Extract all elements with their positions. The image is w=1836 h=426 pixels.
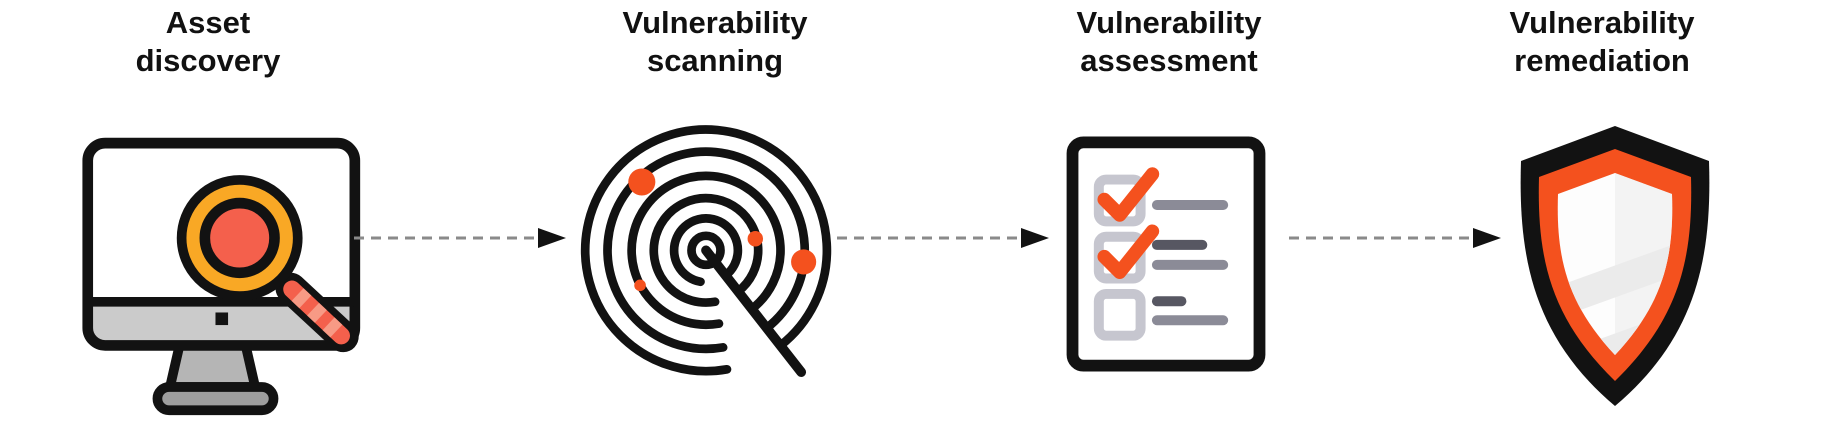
arrowhead (1473, 228, 1501, 248)
stage-title-line1: Vulnerability (622, 5, 808, 40)
stage-title-vulnerability-assessment: Vulnerability assessment (999, 4, 1339, 80)
shield-icon (1520, 126, 1710, 406)
checkmarks (1097, 167, 1160, 279)
arrowhead (1021, 228, 1049, 248)
arrowhead (538, 228, 566, 248)
flow-arrow (1289, 228, 1501, 248)
radar-needle (701, 245, 807, 377)
document-sheet (1066, 136, 1266, 372)
flow-arrow (837, 228, 1049, 248)
monitor-stand (152, 335, 279, 416)
stage-title-line2: assessment (1080, 43, 1258, 78)
list-lines (1151, 199, 1229, 326)
stage-title-line1: Vulnerability (1509, 5, 1695, 40)
stage-title-line2: remediation (1514, 43, 1690, 78)
stage-title-asset-discovery: Asset discovery (38, 4, 378, 80)
stage-title-line1: Vulnerability (1076, 5, 1262, 40)
checklist-icon (1066, 136, 1266, 372)
magnifier (176, 175, 359, 353)
stage-title-vulnerability-scanning: Vulnerability scanning (545, 4, 885, 80)
stage-title-line1: Asset (165, 5, 251, 40)
magnifier-lens (199, 197, 280, 279)
monitor-magnifier-icon (82, 137, 361, 416)
flow-arrow (354, 228, 566, 248)
monitor-camera-dot (215, 312, 229, 326)
radar-blips (628, 168, 817, 292)
stage-title-vulnerability-remediation: Vulnerability remediation (1432, 4, 1772, 80)
stage-title-line2: scanning (646, 43, 784, 78)
radar-hub (687, 231, 725, 270)
stage-title-line2: discovery (135, 43, 281, 78)
radar-scan-icon (580, 125, 832, 377)
